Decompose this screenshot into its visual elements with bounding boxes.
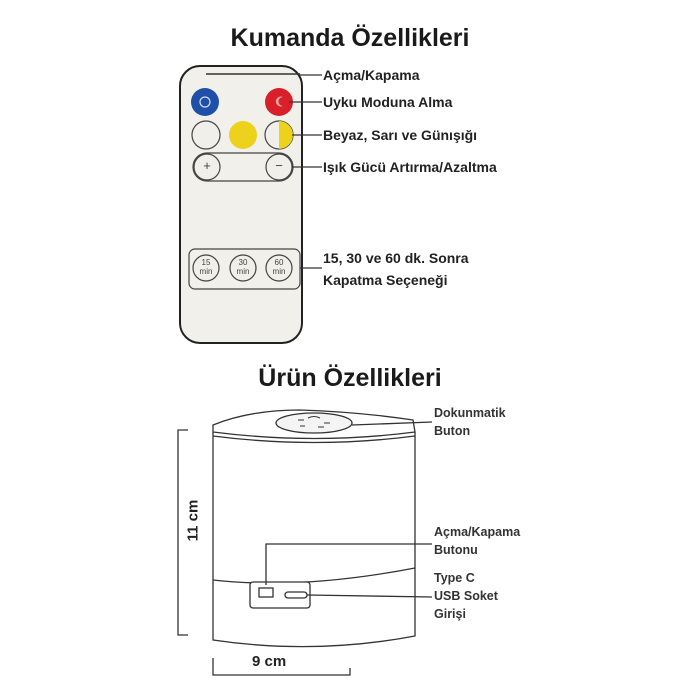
plus-icon: + [203, 158, 211, 173]
usb-label-line1: Type C [434, 571, 475, 585]
power-button [191, 88, 219, 116]
power-label: Açma/Kapama [323, 67, 420, 83]
usb-label-line3: Girişi [434, 607, 466, 621]
remote-control [179, 65, 303, 344]
colors-label: Beyaz, Sarı ve Günışığı [323, 127, 478, 143]
product-section-title: Ürün Özellikleri [258, 364, 442, 392]
switch-label-line2: Butonu [434, 543, 478, 557]
power-switch [258, 587, 274, 598]
lamp-device [212, 409, 416, 648]
brightness-label: Işık Gücü Artırma/Azaltma [323, 159, 497, 175]
white-light-button [191, 120, 221, 150]
touch-label-line1: Dokunmatik [434, 406, 506, 420]
height-dimension: 11 cm [184, 499, 202, 542]
usb-c-port [284, 591, 308, 599]
sleep-label: Uyku Moduna Alma [323, 94, 453, 110]
yellow-light-button [229, 121, 257, 149]
brightness-up-button [193, 153, 221, 181]
switch-label-line1: Açma/Kapama [434, 525, 521, 539]
remote-section-title: Kumanda Özellikleri [230, 24, 470, 52]
timer-label-line1: 15, 30 ve 60 dk. Sonra [323, 250, 469, 266]
width-dimension: 9 cm [252, 653, 287, 670]
touch-label-line2: Buton [434, 424, 471, 438]
touch-button [275, 412, 353, 434]
usb-label-line2: USB Soket [434, 589, 498, 603]
timer-label-line2: Kapatma Seçeneği [323, 272, 448, 288]
sleep-button [265, 88, 293, 116]
minus-icon: − [275, 158, 283, 173]
